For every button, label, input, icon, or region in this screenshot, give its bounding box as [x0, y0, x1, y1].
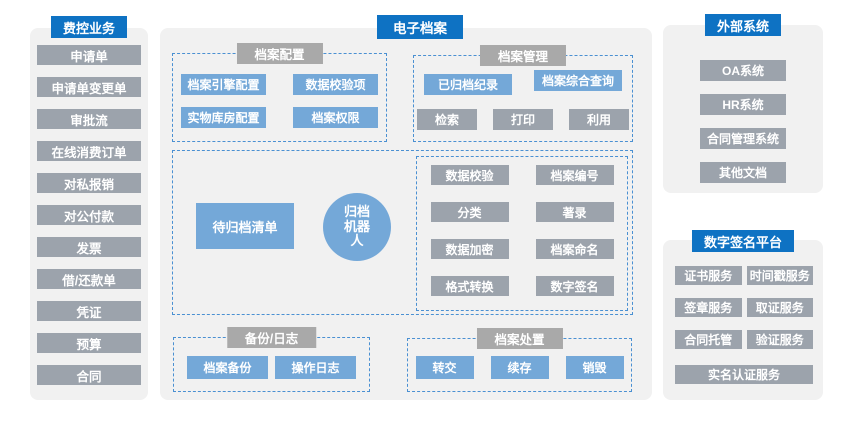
signature-row: 合同托管 验证服务	[675, 330, 813, 349]
external-item[interactable]: 其他文档	[700, 162, 786, 183]
backup-log-title: 备份/日志	[226, 327, 317, 348]
archive-manage-title: 档案管理	[479, 45, 567, 66]
step-item[interactable]: 格式转换	[430, 276, 509, 296]
backup-item[interactable]: 操作日志	[275, 356, 356, 379]
external-items-list: OA系统 HR系统 合同管理系统 其他文档	[700, 60, 786, 183]
external-item[interactable]: HR系统	[700, 94, 786, 115]
step-item[interactable]: 分类	[430, 202, 509, 222]
expense-business-title: 费控业务	[50, 16, 128, 38]
signature-items-grid: 证书服务 时间戳服务 签章服务 取证服务 合同托管 验证服务 实名认证服务	[675, 266, 813, 384]
expense-item[interactable]: 审批流	[37, 109, 141, 129]
archive-robot-node: 归档 机器 人	[323, 193, 391, 261]
workflow-steps-grid: 数据校验 档案编号 分类 著录 数据加密 档案命名 格式转换 数字签名	[417, 165, 627, 296]
expense-item[interactable]: 对公付款	[37, 205, 141, 225]
config-item[interactable]: 档案权限	[293, 107, 378, 128]
archive-workflow-section: 待归档清单 归档 机器 人 数据校验 档案编号 分类 著录 数据加密 档案命名 …	[172, 150, 633, 315]
archive-manage-row1: 已归档纪录 档案综合查询	[414, 70, 632, 95]
expense-item[interactable]: 在线消费订单	[37, 141, 141, 161]
robot-line: 人	[350, 233, 364, 249]
step-item[interactable]: 数据加密	[430, 239, 509, 259]
digital-signature-panel: 数字签名平台 证书服务 时间戳服务 签章服务 取证服务 合同托管 验证服务 实名…	[663, 230, 823, 400]
archive-disposal-section: 档案处置 转交 续存 销毁	[407, 328, 632, 392]
step-item[interactable]: 著录	[535, 202, 614, 222]
expense-items-list: 申请单 申请单变更单 审批流 在线消费订单 对私报销 对公付款 发票 借/还款单…	[37, 45, 141, 385]
expense-item[interactable]: 申请单	[37, 45, 141, 65]
archive-disposal-title: 档案处置	[476, 328, 563, 349]
manage-item[interactable]: 利用	[569, 109, 629, 130]
disposal-item[interactable]: 销毁	[565, 356, 624, 379]
external-item[interactable]: OA系统	[700, 60, 786, 81]
archive-manage-section: 档案管理 已归档纪录 档案综合查询 检索 打印 利用	[413, 45, 633, 142]
external-systems-title: 外部系统	[704, 14, 782, 36]
earchive-title: 电子档案	[377, 15, 463, 39]
signature-row: 签章服务 取证服务	[675, 298, 813, 317]
signature-item[interactable]: 签章服务	[675, 298, 742, 317]
expense-item[interactable]: 对私报销	[37, 173, 141, 193]
expense-item[interactable]: 申请单变更单	[37, 77, 141, 97]
expense-item[interactable]: 合同	[37, 365, 141, 385]
config-item[interactable]: 实物库房配置	[181, 107, 266, 128]
step-item[interactable]: 档案命名	[535, 239, 614, 259]
robot-line: 机器	[343, 218, 370, 234]
backup-log-section: 备份/日志 档案备份 操作日志	[173, 327, 370, 392]
archive-disposal-row: 转交 续存 销毁	[408, 356, 631, 379]
step-item[interactable]: 数字签名	[535, 276, 614, 296]
config-item[interactable]: 数据校验项	[293, 74, 378, 95]
signature-item[interactable]: 验证服务	[746, 330, 813, 349]
signature-item[interactable]: 证书服务	[675, 266, 742, 285]
manage-item[interactable]: 档案综合查询	[534, 70, 622, 91]
archive-config-title: 档案配置	[236, 43, 323, 64]
expense-business-panel: 费控业务 申请单 申请单变更单 审批流 在线消费订单 对私报销 对公付款 发票 …	[30, 16, 148, 400]
workflow-steps-box: 数据校验 档案编号 分类 著录 数据加密 档案命名 格式转换 数字签名	[416, 156, 628, 311]
manage-item[interactable]: 打印	[493, 109, 553, 130]
signature-row: 证书服务 时间戳服务	[675, 266, 813, 285]
signature-item[interactable]: 实名认证服务	[675, 365, 813, 384]
signature-item[interactable]: 取证服务	[746, 298, 813, 317]
step-item[interactable]: 数据校验	[430, 165, 509, 185]
disposal-item[interactable]: 转交	[415, 356, 474, 379]
disposal-item[interactable]: 续存	[490, 356, 549, 379]
archive-manage-row2: 检索 打印 利用	[414, 109, 632, 130]
pending-archive-list-node[interactable]: 待归档清单	[196, 203, 294, 249]
external-systems-panel: 外部系统 OA系统 HR系统 合同管理系统 其他文档	[663, 14, 823, 193]
expense-item[interactable]: 凭证	[37, 301, 141, 321]
manage-item[interactable]: 检索	[417, 109, 477, 130]
external-item[interactable]: 合同管理系统	[700, 128, 786, 149]
expense-item[interactable]: 发票	[37, 237, 141, 257]
expense-item[interactable]: 借/还款单	[37, 269, 141, 289]
backup-log-row: 档案备份 操作日志	[174, 356, 369, 379]
step-item[interactable]: 档案编号	[535, 165, 614, 185]
archive-config-grid: 档案引擎配置 数据校验项 实物库房配置 档案权限	[173, 74, 386, 128]
signature-item[interactable]: 合同托管	[675, 330, 742, 349]
backup-item[interactable]: 档案备份	[187, 356, 268, 379]
signature-item[interactable]: 时间戳服务	[746, 266, 813, 285]
earchive-panel: 电子档案 档案配置 档案引擎配置 数据校验项 实物库房配置 档案权限 档案管理 …	[160, 15, 652, 400]
archive-config-section: 档案配置 档案引擎配置 数据校验项 实物库房配置 档案权限	[172, 43, 387, 142]
robot-line: 归档	[343, 203, 370, 219]
config-item[interactable]: 档案引擎配置	[181, 74, 266, 95]
digital-signature-title: 数字签名平台	[691, 230, 795, 252]
manage-item[interactable]: 已归档纪录	[424, 74, 512, 95]
expense-item[interactable]: 预算	[37, 333, 141, 353]
